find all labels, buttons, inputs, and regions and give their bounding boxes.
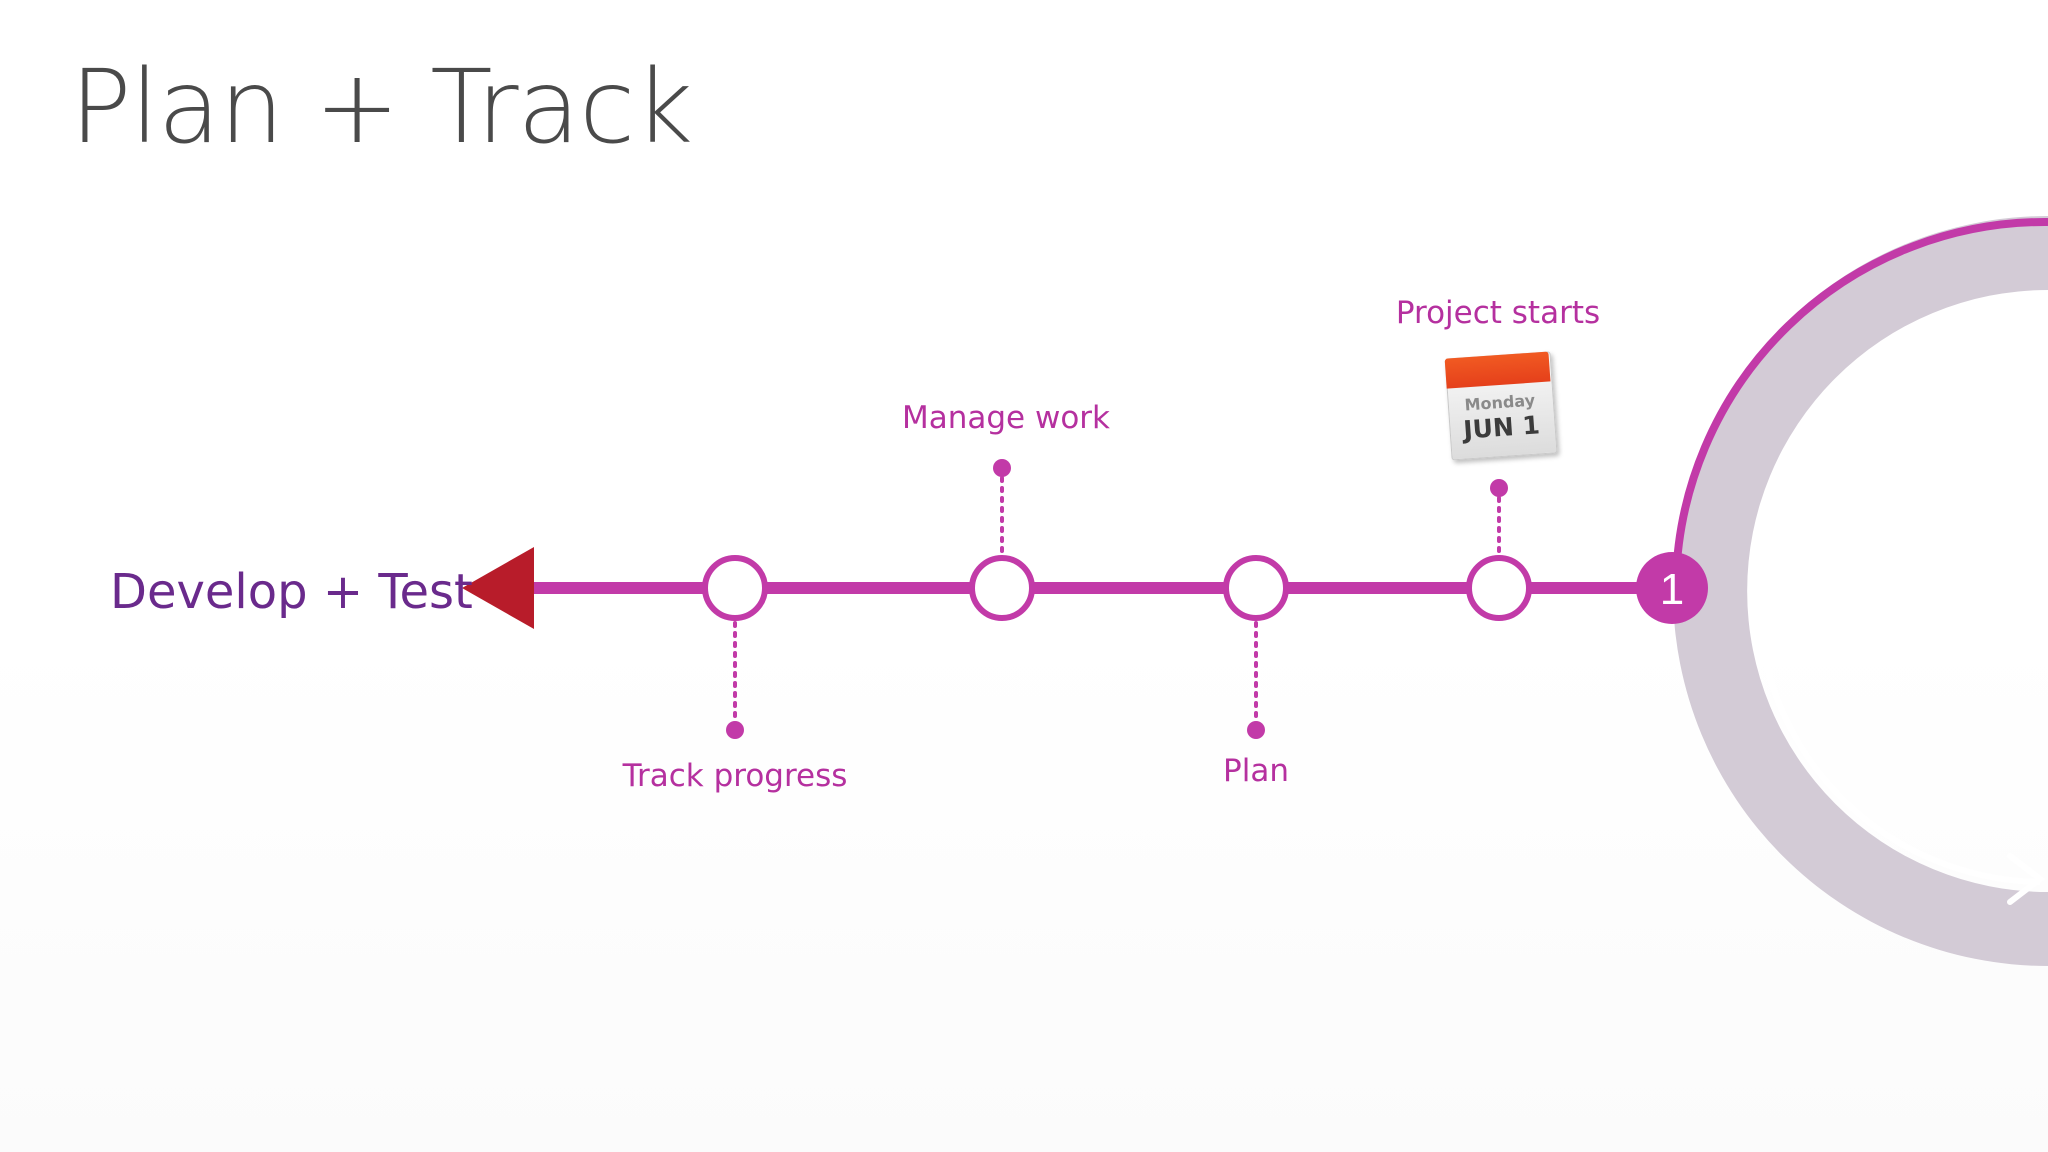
connector-dot-plan [1247, 721, 1265, 739]
start-marker [1636, 552, 1708, 624]
calendar-icon: Monday JUN 1 [1444, 351, 1558, 461]
milestone-node-manage-work [969, 555, 1035, 621]
ring-flow-line [1755, 306, 2048, 885]
start-marker-number: 1 [1660, 565, 1684, 614]
endpoint-label: Develop + Test [110, 564, 473, 620]
timeline-arrowhead [462, 547, 534, 629]
connector-dot-project-starts [1490, 479, 1508, 497]
milestone-label-manage-work: Manage work [901, 400, 1111, 436]
milestone-node-project-starts [1466, 555, 1532, 621]
ring-arrow-right-icon [2007, 853, 2045, 905]
slide-title: Plan + Track [70, 48, 693, 167]
connector-dot-track-progress [726, 721, 744, 739]
connector-dot-manage-work [993, 459, 1011, 477]
cycle-ring [1672, 216, 2048, 966]
milestone-node-track-progress [702, 555, 768, 621]
ring-top-arc [1672, 217, 2048, 582]
ring-band [1673, 216, 2048, 966]
milestone-label-track-progress: Track progress [622, 758, 848, 794]
ring-arrow-down-icon [1751, 557, 1793, 592]
milestone-node-plan [1223, 555, 1289, 621]
milestone-label-project-starts: Project starts [1395, 295, 1601, 331]
milestone-label-plan: Plan [1223, 753, 1289, 789]
